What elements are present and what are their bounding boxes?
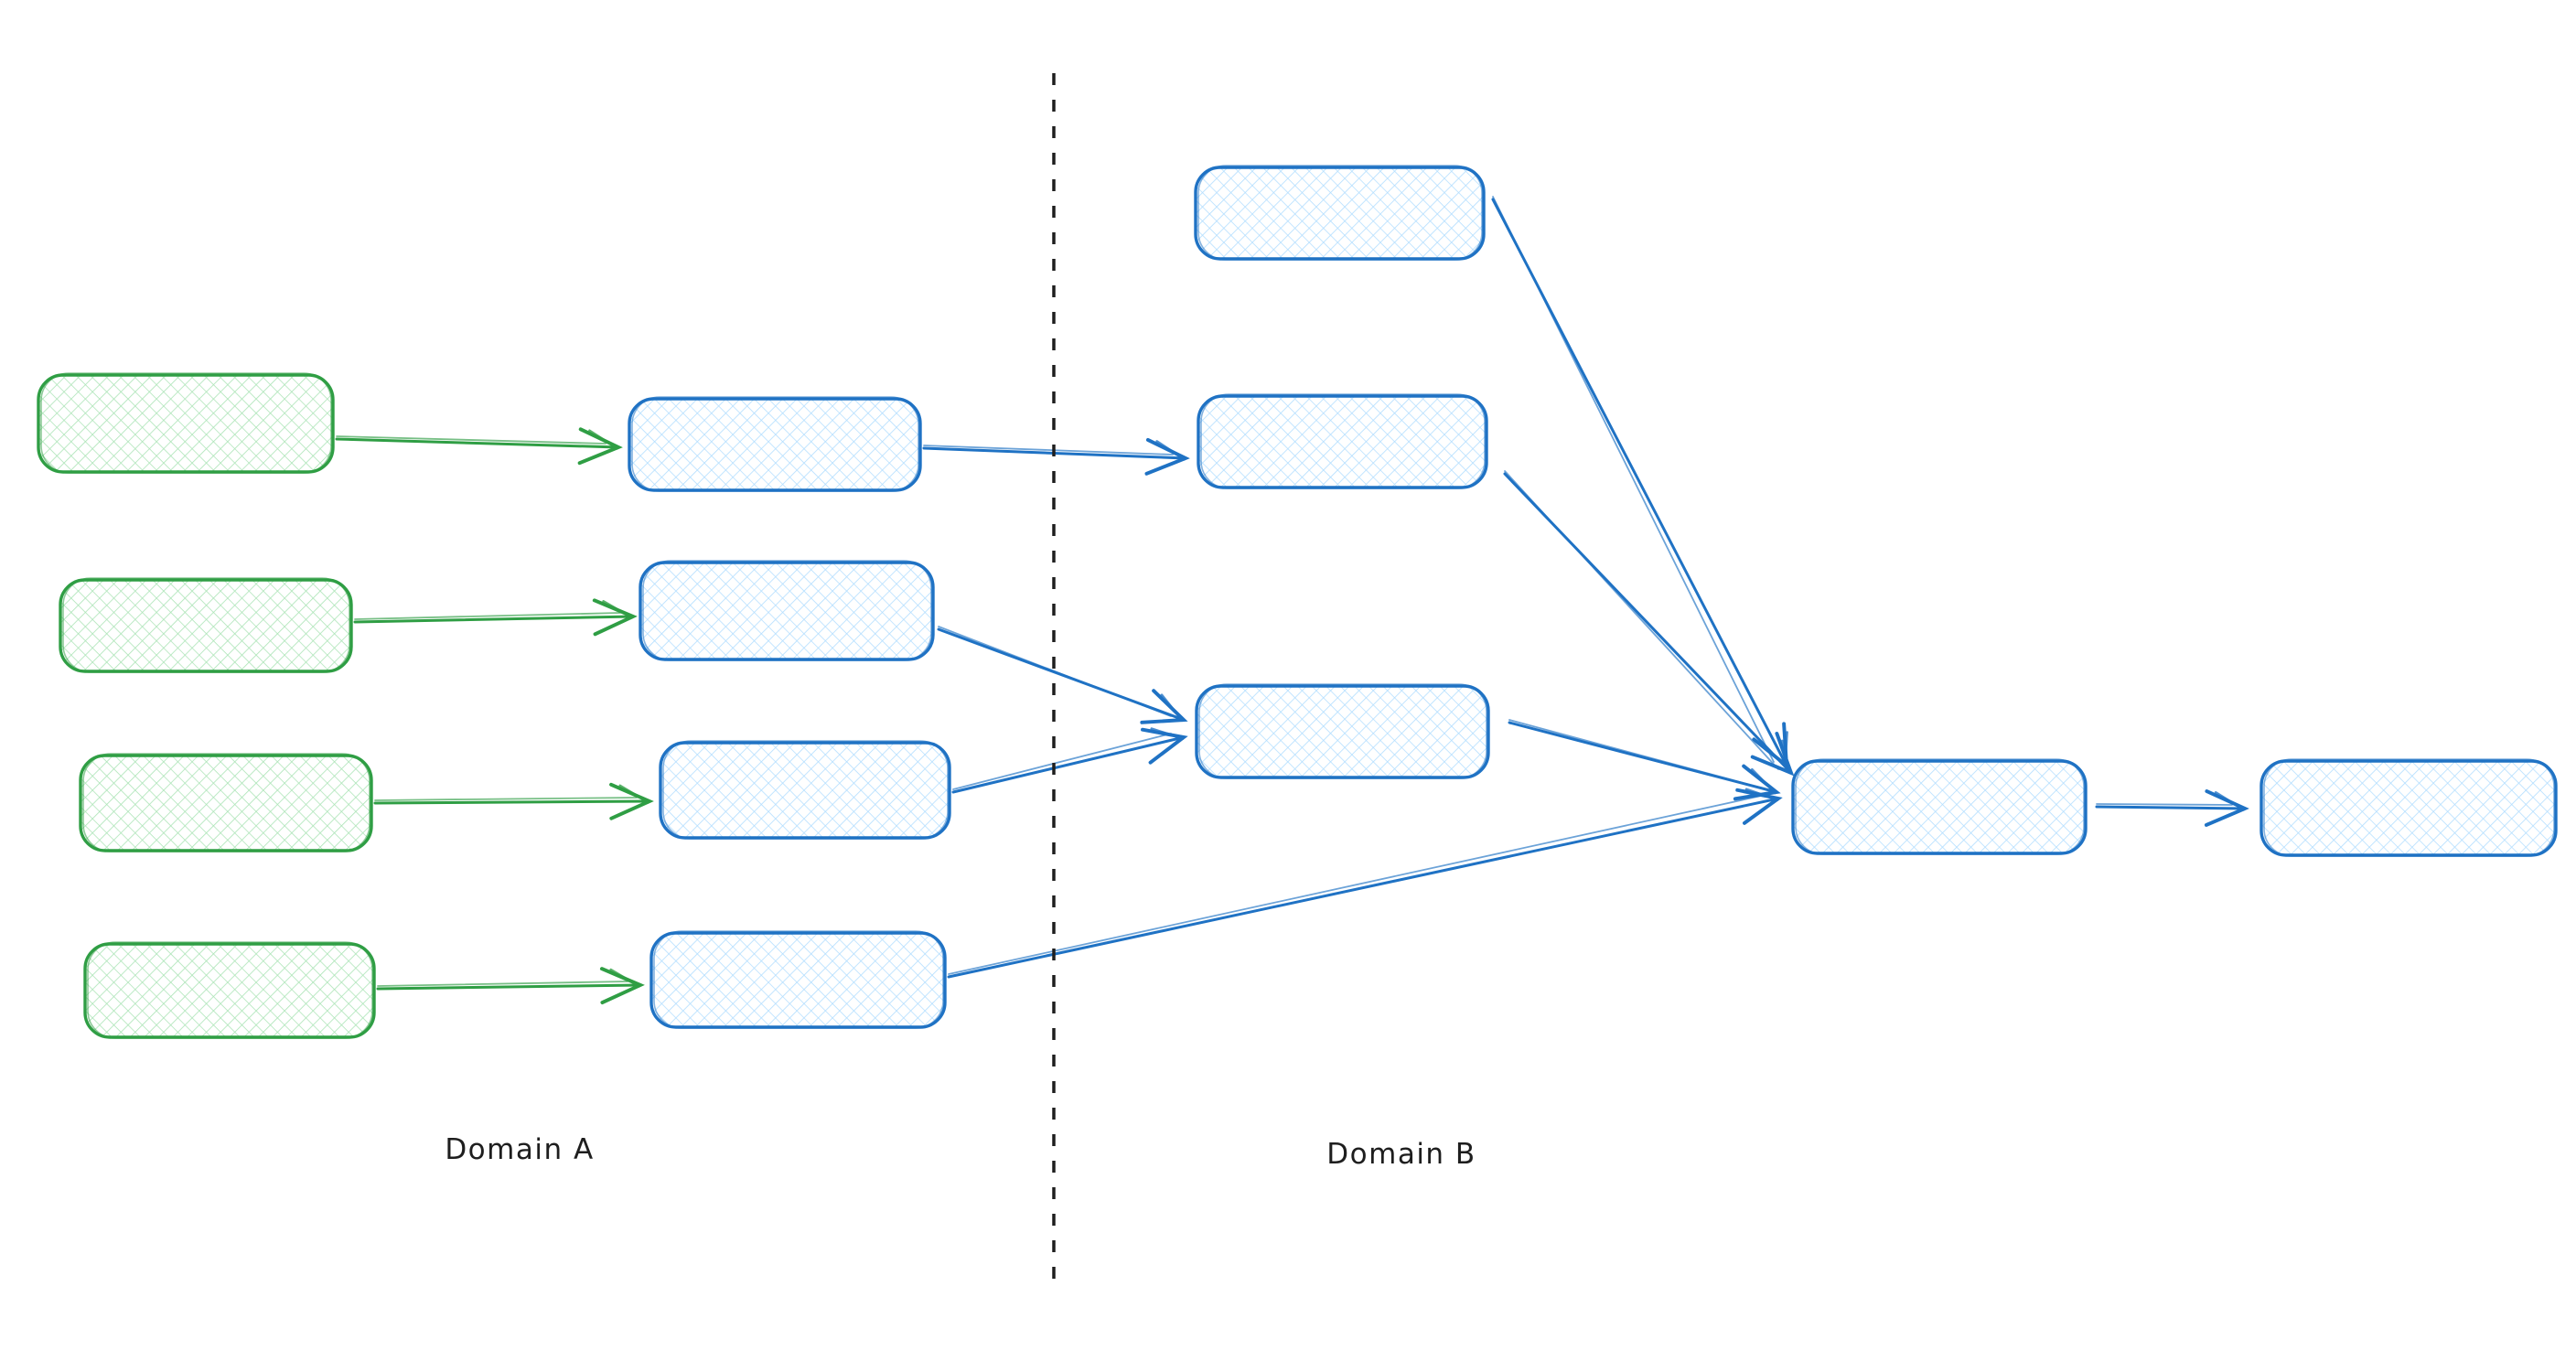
box-domain-b-merge [1791, 758, 2088, 855]
domain-a-label: Domain A [445, 1133, 594, 1166]
box-domain-b-node-1 [1194, 165, 1486, 261]
edge-process3-b3 [951, 727, 1188, 794]
edge-process4-merge [947, 788, 1783, 979]
box-domain-a-source-3 [79, 753, 373, 852]
box-domain-a-process-3 [659, 740, 951, 840]
edge-b1-merge [1491, 196, 1789, 770]
edge-merge-output [2095, 789, 2249, 827]
edge-source4-process4 [376, 967, 645, 1005]
box-domain-a-source-2 [59, 577, 353, 673]
box-domain-a-process-1 [628, 396, 922, 492]
box-domain-b-output [2259, 758, 2558, 857]
box-domain-a-process-4 [649, 930, 947, 1029]
edge-b2-merge [1503, 470, 1795, 777]
box-domain-a-source-1 [37, 372, 335, 474]
box-domain-b-node-3 [1195, 683, 1490, 779]
edge-b3-merge [1508, 719, 1781, 801]
nodes-layer [37, 165, 2558, 1039]
box-domain-a-source-4 [83, 941, 376, 1039]
edges-layer [335, 196, 2249, 1005]
edge-source2-process2 [353, 598, 638, 637]
box-domain-b-node-2 [1197, 393, 1488, 489]
edge-process2-b3 [937, 626, 1188, 724]
domain-b-label: Domain B [1326, 1138, 1476, 1171]
edge-source1-process1 [335, 427, 623, 466]
edge-source3-process3 [373, 782, 654, 820]
box-domain-a-process-2 [639, 560, 935, 661]
